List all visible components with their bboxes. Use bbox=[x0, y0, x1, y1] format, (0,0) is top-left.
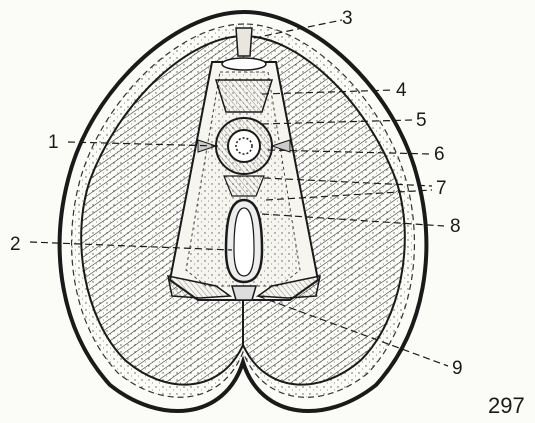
label-8: 8 bbox=[450, 216, 461, 237]
label-7: 7 bbox=[436, 178, 447, 199]
rectum-lumen bbox=[234, 208, 254, 276]
label-4: 4 bbox=[396, 80, 407, 101]
page-number: 297 bbox=[488, 393, 525, 418]
vertebral-arch bbox=[216, 80, 272, 112]
label-2: 2 bbox=[10, 234, 21, 255]
label-9: 9 bbox=[452, 358, 463, 379]
dorsal-ligament bbox=[222, 58, 266, 70]
dorsal-spine bbox=[236, 28, 252, 56]
ventral-node bbox=[232, 286, 256, 300]
label-3: 3 bbox=[342, 8, 353, 29]
label-5: 5 bbox=[416, 110, 427, 131]
spinal-cord bbox=[236, 138, 252, 154]
label-6: 6 bbox=[434, 144, 445, 165]
label-1: 1 bbox=[48, 132, 59, 153]
